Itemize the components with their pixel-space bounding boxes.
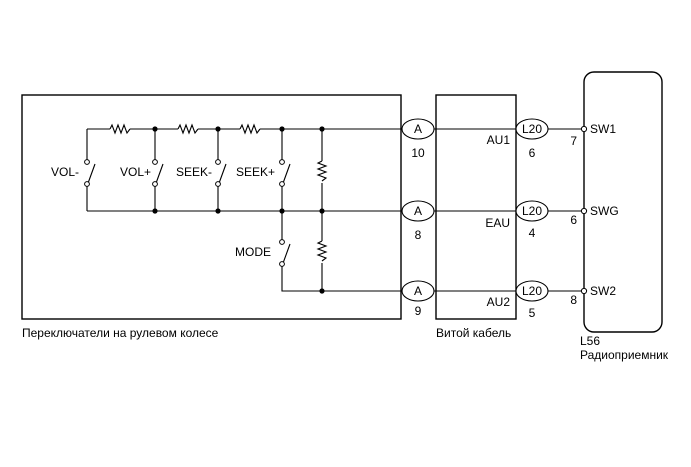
connector-a-pin-3: 9 bbox=[415, 304, 422, 318]
connector-l20-label-1: L20 bbox=[522, 122, 542, 136]
switch-vol-minus: VOL- bbox=[51, 129, 96, 211]
switch-assembly-caption: Переключатели на рулевом колесе bbox=[22, 326, 219, 340]
spiral-cable-caption: Витой кабель bbox=[436, 326, 511, 340]
radio-pin-8: 8 bbox=[570, 293, 577, 307]
radio-pin-7: 7 bbox=[570, 134, 577, 148]
radio-terminal-sw1 bbox=[580, 125, 588, 133]
switch-vol-plus: VOL+ bbox=[120, 129, 164, 211]
connector-a-pin-2: 8 bbox=[415, 228, 422, 242]
connector-l20-pin-3: 5 bbox=[529, 306, 536, 320]
connector-a-row-1: A 10 bbox=[401, 118, 435, 160]
radio-pin-6: 6 bbox=[570, 213, 577, 227]
switch-seek-plus: SEEK+ bbox=[236, 129, 291, 211]
connector-a-row-2: A 8 bbox=[401, 200, 435, 242]
spiral-cable-wires bbox=[434, 128, 516, 292]
switch-label-mode: MODE bbox=[235, 245, 271, 259]
spiral-cable-box bbox=[435, 94, 517, 320]
radio-terminal-sw2 bbox=[580, 287, 588, 295]
connector-a-pin-1: 10 bbox=[411, 146, 425, 160]
connector-l20-row-1: L20 6 bbox=[515, 118, 549, 160]
connector-l20-row-3: L20 5 bbox=[515, 280, 549, 320]
connector-a-label-3: A bbox=[414, 284, 422, 298]
spiral-pin-au1: AU1 bbox=[487, 133, 511, 147]
switch-label-vol-plus: VOL+ bbox=[120, 165, 151, 179]
radio-label-sw2: SW2 bbox=[590, 284, 616, 298]
radio-box bbox=[583, 71, 663, 333]
resistor-3 bbox=[239, 123, 261, 135]
connector-a-row-3: A 9 bbox=[401, 280, 435, 318]
radio-name: Радиоприемник bbox=[580, 348, 669, 362]
connector-a-label-2: A bbox=[414, 204, 422, 218]
resistor-5 bbox=[316, 240, 328, 262]
resistor-1 bbox=[109, 123, 131, 135]
resistor-4 bbox=[316, 160, 328, 182]
connector-l20-label-2: L20 bbox=[522, 204, 542, 218]
resistor-2 bbox=[177, 123, 199, 135]
switch-assembly-box bbox=[21, 94, 402, 320]
radio-wires bbox=[548, 128, 584, 292]
switch-label-seek-plus: SEEK+ bbox=[236, 165, 275, 179]
connector-l20-pin-2: 4 bbox=[529, 226, 536, 240]
switch-mode: MODE bbox=[235, 211, 402, 292]
spiral-pin-eau: EAU bbox=[485, 216, 510, 230]
switch-label-seek-minus: SEEK- bbox=[176, 165, 212, 179]
radio-code: L56 bbox=[580, 334, 600, 348]
connector-l20-pin-1: 6 bbox=[529, 146, 536, 160]
radio-label-swg: SWG bbox=[590, 204, 619, 218]
switch-label-vol-minus: VOL- bbox=[51, 165, 79, 179]
connector-a-label-1: A bbox=[414, 122, 422, 136]
connector-l20-row-2: L20 4 bbox=[515, 200, 549, 240]
radio-terminal-swg bbox=[580, 207, 588, 215]
connector-l20-label-3: L20 bbox=[522, 284, 542, 298]
junction-dots bbox=[152, 126, 325, 294]
switch-seek-minus: SEEK- bbox=[176, 129, 227, 211]
radio-label-sw1: SW1 bbox=[590, 122, 616, 136]
spiral-pin-au2: AU2 bbox=[487, 295, 511, 309]
